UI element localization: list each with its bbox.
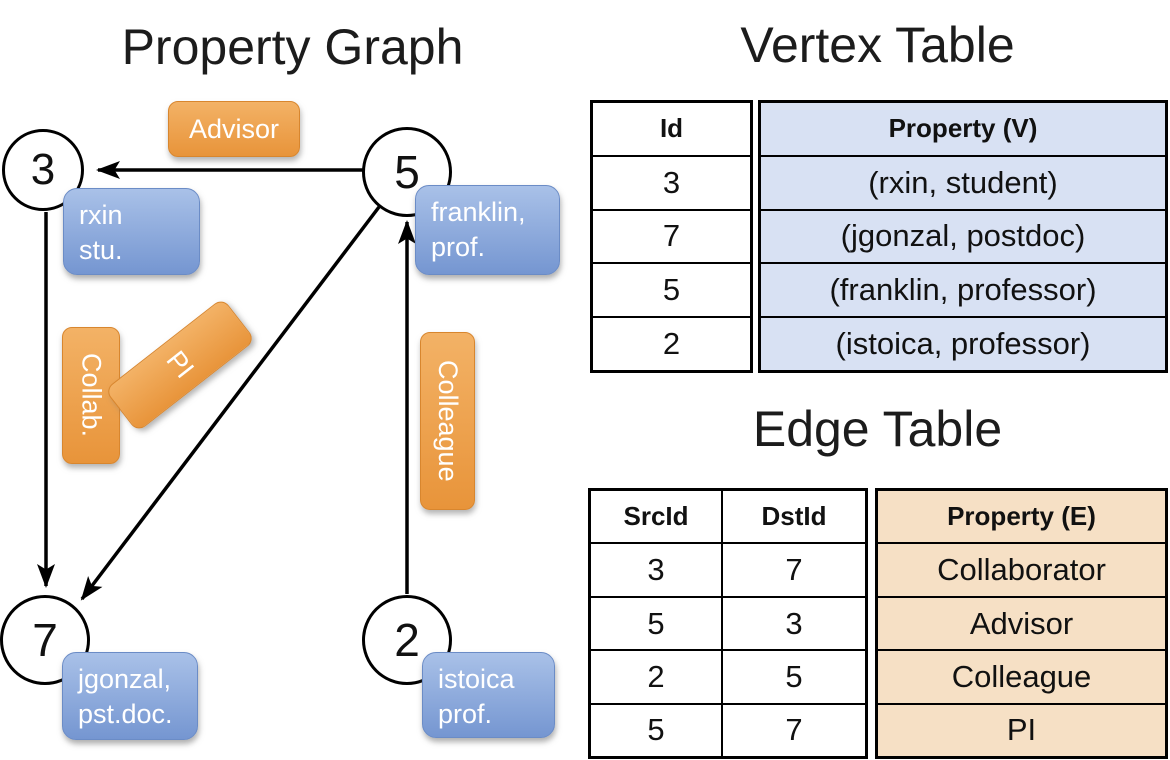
property-graph-title: Property Graph [121,19,464,75]
table-cell: 5 [721,651,865,703]
vertex-id: 3 [30,145,56,194]
table-cell: 2 [647,658,665,694]
table-cell: 7 [662,218,681,254]
vertex-node-2: 2 [362,595,452,685]
graph-edges [37,161,416,601]
table-cell: (istoica, professor) [835,326,1091,362]
vertex-property-box-3: rxin stu. [63,188,200,275]
edge-label-text: Collab. [76,353,107,438]
vertex-property-box-7: jgonzal, pst.doc. [62,652,198,740]
table-cell: Collaborator [937,552,1106,588]
table-cell: 5 [647,712,665,748]
vertex-table-title: Vertex Table [740,17,1015,73]
vertex-node-5: 5 [362,127,452,217]
table-cell: (rxin, student) [868,164,1058,200]
vertex-property-box-2: istoica prof. [422,652,555,738]
table-cell: 5 [647,605,665,641]
edge-label-text: PI [160,345,201,384]
edge-label-colleague: Colleague [420,332,475,510]
edge-table-property-column: Property (E) Collaborator Advisor Collea… [875,488,1168,759]
vertex-property-line: prof. [431,232,486,262]
edge-label-text: Colleague [433,360,463,482]
vertex-property-line: jgonzal, [78,664,172,694]
table-cell: 7 [721,704,865,757]
vertex-property-line: istoica [438,664,515,694]
table-cell: 5 [662,272,681,308]
edge-label-advisor: Advisor [168,101,300,157]
table-cell: Advisor [969,605,1074,641]
edge-table-id-columns: SrcId DstId 3 7 5 3 2 5 5 7 [588,488,868,759]
table-cell: 3 [647,552,665,588]
vertex-id: 7 [32,614,58,666]
edge-table-title: Edge Table [752,401,1003,457]
edge-arrow-5-to-7 [80,205,381,601]
vertex-property-line: rxin [79,200,123,230]
table-cell: 3 [721,597,865,650]
column-header-property-v: Property (V) [888,113,1038,144]
vertex-id: 2 [394,614,420,666]
column-header-property-e: Property (E) [947,501,1096,532]
column-header-id: Id [659,113,684,144]
table-cell: 3 [662,164,681,200]
vertex-table-property-column: Property (V) (rxin, student) (jgonzal, p… [758,100,1168,373]
table-cell: (jgonzal, postdoc) [840,218,1086,254]
vertex-table-id-column: Id 3 7 5 2 [590,100,753,373]
column-header-dstid: DstId [721,491,865,543]
vertex-property-box-5: franklin, prof. [415,185,560,275]
vertex-property-line: pst.doc. [78,699,173,729]
table-cell: PI [1006,712,1037,748]
vertex-id: 5 [394,146,420,198]
table-cell: (franklin, professor) [829,272,1097,308]
table-cell: 2 [662,326,681,362]
edge-label-text: Advisor [188,113,280,144]
vertex-property-line: franklin, [431,197,526,227]
table-cell: 7 [721,544,865,596]
vertex-property-line: stu. [79,235,123,265]
vertex-property-line: prof. [438,699,493,729]
column-header-srcid: SrcId [623,501,689,532]
table-cell: Colleague [951,658,1092,694]
